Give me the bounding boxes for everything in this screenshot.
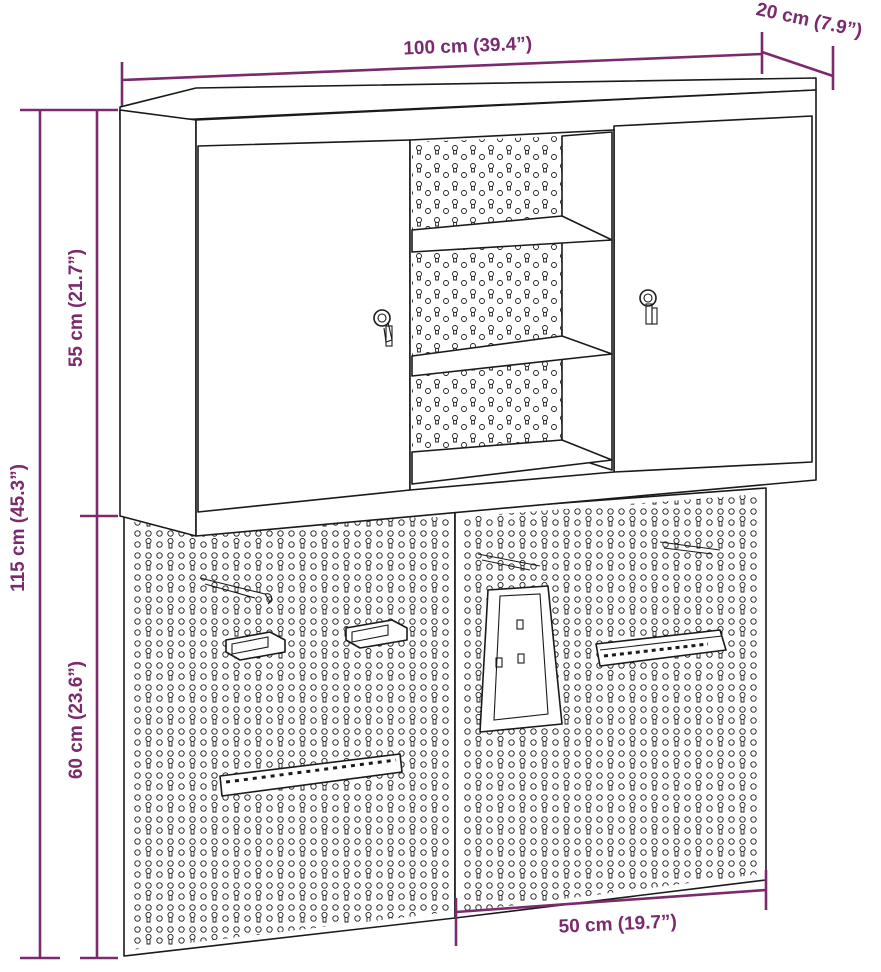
hook-left-top — [199, 577, 273, 605]
pegboard-left-holes — [130, 517, 449, 950]
hook-right-top-1 — [477, 553, 541, 571]
wrench-holder — [479, 585, 563, 733]
pegboard-assembly — [123, 487, 767, 957]
cabinet-back-pegboard — [412, 136, 562, 468]
cabinet-shelf-2 — [411, 335, 613, 377]
panel-width-dimension-label: 50 cm (19.7”) — [558, 911, 677, 937]
cabinet-shelf-bottom — [411, 439, 613, 485]
cabinet-left-door — [197, 139, 411, 513]
screwdriver-rack-right — [595, 629, 727, 667]
cabinet-height-dimension-label: 55 cm (21.7”) — [66, 249, 87, 367]
small-holder-1 — [225, 631, 286, 661]
depth-dimension-label: 20 cm (7.9”) — [754, 0, 864, 42]
cabinet — [119, 77, 817, 537]
cabinet-inner-side — [561, 131, 613, 471]
total-height-dimension-label: 115 cm (45.3”) — [8, 464, 29, 592]
small-holder-2 — [345, 619, 408, 649]
width-dimension-label: 100 cm (39.4”) — [403, 34, 533, 60]
dimension-lines — [20, 32, 835, 960]
cabinet-left-side — [119, 109, 197, 537]
pegboard-height-dimension-label: 60 cm (23.6”) — [66, 661, 87, 779]
cabinet-shelf-1 — [411, 215, 613, 253]
right-door-lock — [639, 289, 658, 325]
screwdriver-rack-left — [219, 753, 403, 797]
left-door-lock — [373, 309, 393, 347]
hook-right-top-2 — [659, 541, 721, 555]
